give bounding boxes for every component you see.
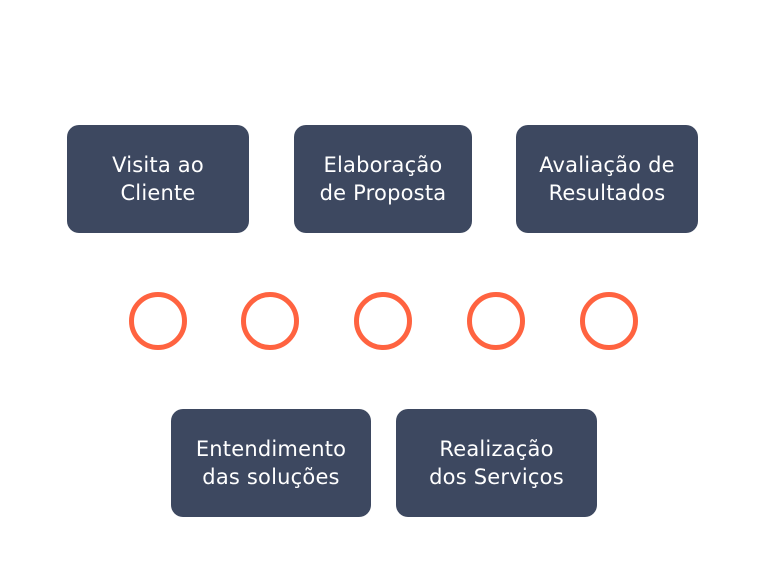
step-label: Entendimento das soluções	[195, 437, 347, 489]
timeline-marker-1	[129, 292, 187, 350]
step-realizacao-dos-servicos: Realização dos Serviços	[396, 409, 597, 517]
step-avaliacao-de-resultados: Avaliação de Resultados	[516, 125, 698, 233]
step-label: Visita ao Cliente	[112, 153, 204, 205]
timeline-marker-5	[580, 292, 638, 350]
timeline-marker-4	[467, 292, 525, 350]
step-label: Elaboração de Proposta	[319, 153, 447, 205]
step-elaboracao-de-proposta: Elaboração de Proposta	[294, 125, 472, 233]
step-label: Avaliação de Resultados	[539, 153, 675, 205]
step-entendimento-das-solucoes: Entendimento das soluções	[171, 409, 371, 517]
step-visita-ao-cliente: Visita ao Cliente	[67, 125, 249, 233]
timeline-marker-3	[354, 292, 412, 350]
step-label: Realização dos Serviços	[429, 437, 564, 489]
timeline-marker-2	[241, 292, 299, 350]
